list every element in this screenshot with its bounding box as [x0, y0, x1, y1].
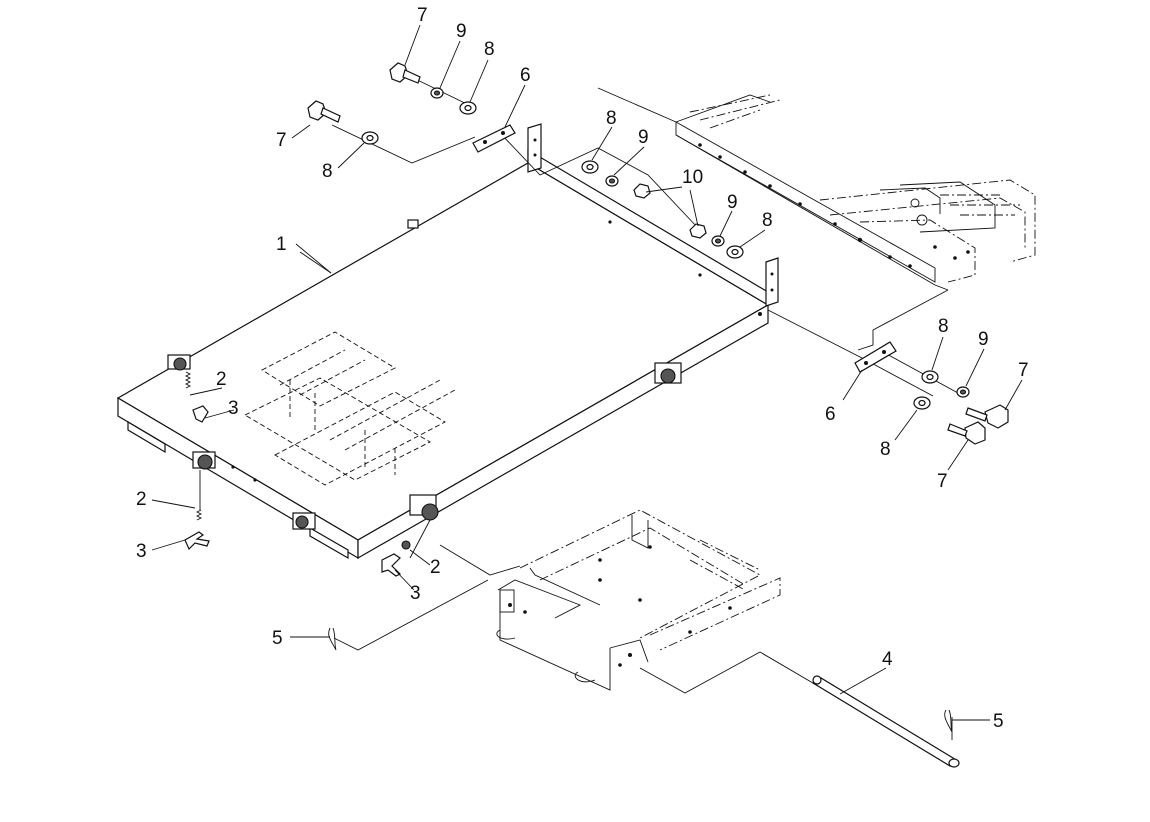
callout-label: 7 — [937, 471, 948, 492]
callout-label: 3 — [136, 541, 147, 562]
callout-label: 9 — [456, 21, 467, 42]
frame-holes — [698, 143, 970, 268]
bolt-left — [307, 100, 341, 123]
bolt-right-upper — [965, 404, 1009, 429]
callout-label: 10 — [682, 167, 703, 188]
callout-label: 9 — [978, 329, 989, 350]
upper-frame — [597, 87, 1036, 351]
callout-label: 5 — [272, 628, 283, 649]
callout-label: 2 — [216, 369, 227, 390]
callout-label: 3 — [410, 583, 421, 604]
callout-label: 7 — [417, 5, 428, 26]
plates — [472, 124, 897, 373]
callout-label: 8 — [880, 439, 891, 460]
callout-label: 8 — [938, 316, 949, 337]
bolt-right-lower — [947, 421, 986, 445]
callout-label: 9 — [638, 127, 649, 148]
callout-label: 9 — [727, 192, 738, 213]
lower-frame — [496, 509, 781, 691]
hidden-structure — [244, 331, 456, 486]
callout-label: 4 — [882, 649, 893, 670]
callout-label: 3 — [228, 398, 239, 419]
clips — [328, 627, 953, 733]
callout-label: 8 — [484, 39, 495, 60]
washers — [361, 87, 970, 410]
callout-label: 6 — [825, 404, 836, 425]
callout-leaders — [151, 24, 1023, 721]
pin-rod — [811, 675, 960, 768]
callout-label: 5 — [993, 711, 1004, 732]
callout-label: 2 — [136, 489, 147, 510]
leader-lines — [199, 72, 959, 740]
callout-labels: 1 2 2 2 3 3 3 4 5 5 6 6 7 7 7 7 8 8 8 8 … — [136, 5, 1029, 732]
lower-frame-holes — [508, 545, 732, 667]
nuts — [633, 183, 707, 239]
springs-and-wingnuts — [184, 371, 411, 577]
callout-label: 8 — [606, 108, 617, 129]
main-panel — [116, 123, 779, 560]
bolt-upper-left — [389, 62, 421, 84]
callout-label: 2 — [430, 557, 441, 578]
callout-label: 7 — [276, 130, 287, 151]
callout-label: 8 — [762, 210, 773, 231]
callout-label: 8 — [322, 161, 333, 182]
callout-label: 7 — [1018, 360, 1029, 381]
callout-label: 1 — [276, 234, 287, 255]
callout-label: 6 — [520, 65, 531, 86]
